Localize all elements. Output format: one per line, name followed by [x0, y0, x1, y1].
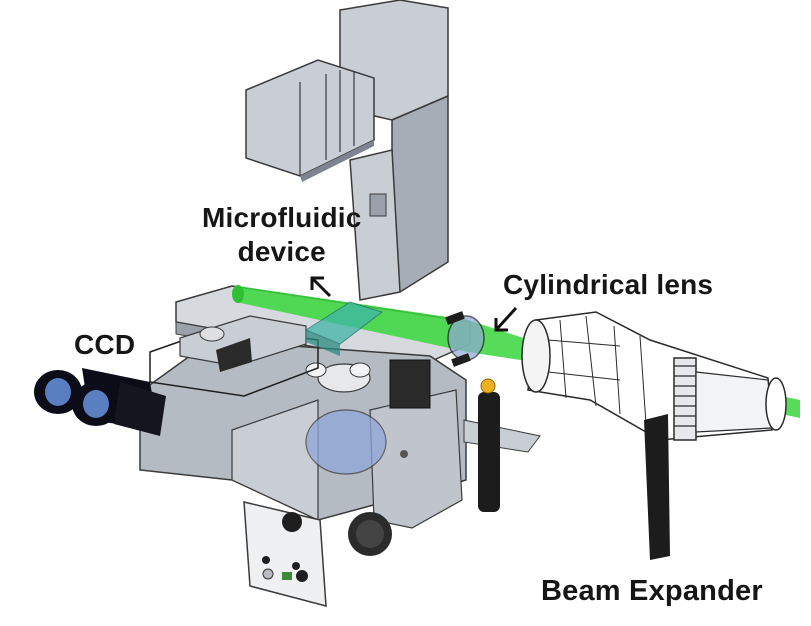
microfluidic-arrow: [310, 276, 332, 298]
lamp-housing: [245, 59, 375, 182]
microfluidic-device-label: Microfluidic device: [202, 204, 362, 266]
beam-expander-label: Beam Expander: [541, 575, 763, 607]
ccd-label: CCD: [74, 329, 136, 360]
lens-support-post: [478, 378, 500, 512]
eyepieces: [34, 368, 166, 436]
beam-expander: [521, 311, 787, 441]
microfluidic-label-line1: Microfluidic: [202, 202, 362, 233]
objective-turret: [305, 359, 431, 475]
microfluidic-chip: [304, 301, 384, 356]
cylindrical-lens-arrow: [494, 306, 518, 332]
beam-expander-post: [644, 414, 670, 560]
front-control-panel: [243, 450, 408, 607]
microfluidic-label-line2: device: [237, 236, 326, 267]
microscope-body: [139, 339, 541, 529]
cylindrical-lens: [445, 311, 485, 367]
ccd-camera: [149, 315, 319, 397]
cylindrical-lens-label: Cylindrical lens: [503, 269, 714, 300]
